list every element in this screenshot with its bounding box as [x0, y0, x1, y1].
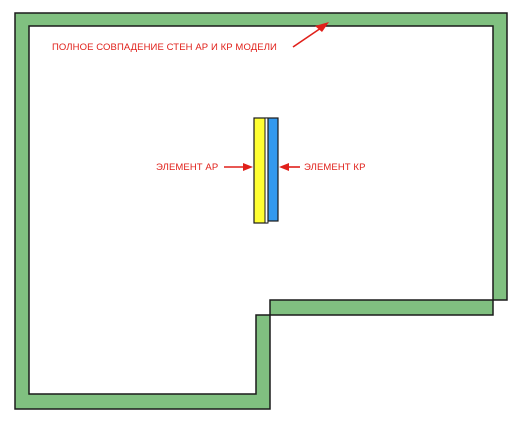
arrow-walls-match-line — [292, 27, 322, 48]
wall-band — [14, 12, 508, 410]
arrow-walls-match-head — [315, 22, 329, 32]
element-group — [253, 117, 279, 224]
label-element-kr: ЭЛЕМЕНТ КР — [304, 162, 366, 173]
label-element-ar: ЭЛЕМЕНТ АР — [156, 162, 218, 173]
arrow-element-kr-head — [279, 163, 289, 171]
label-walls-match: ПОЛНОЕ СОВПАДЕНИЕ СТЕН АР И КР МОДЕЛИ — [52, 42, 277, 53]
element-kr — [267, 117, 279, 222]
arrow-element-ar-head — [243, 163, 253, 171]
annotation-labels: ПОЛНОЕ СОВПАДЕНИЕ СТЕН АР И КР МОДЕЛИ ЭЛ… — [52, 42, 366, 173]
wall-outline — [14, 12, 508, 410]
annotation-arrows — [224, 22, 329, 171]
